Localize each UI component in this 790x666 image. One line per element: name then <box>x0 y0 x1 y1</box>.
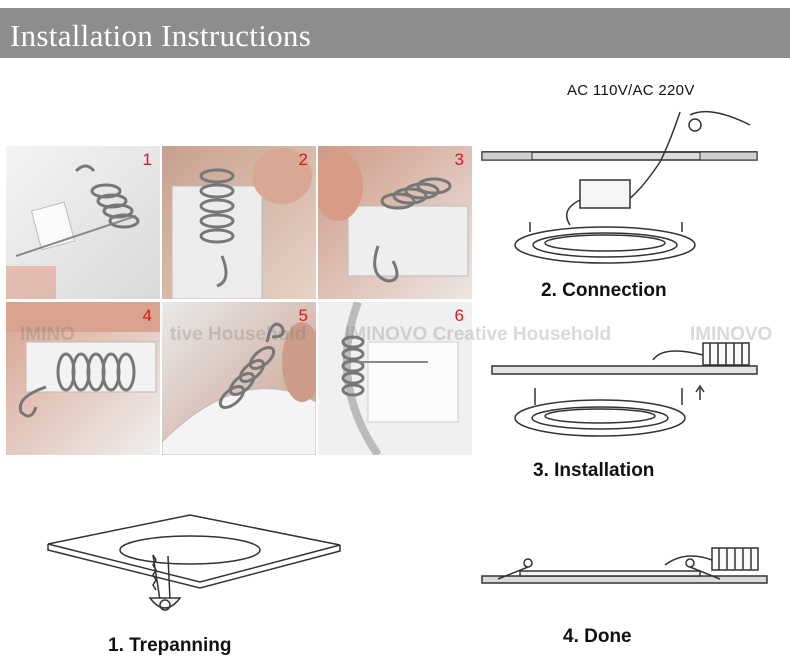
photo-step-1: 1 <box>6 146 160 299</box>
watermark-text: tive Household <box>170 324 307 345</box>
spring-clip-illustration <box>341 302 459 455</box>
photo-step-number: 5 <box>298 306 308 325</box>
step-label-installation: 3. Installation <box>533 460 655 481</box>
photo-step-number: 6 <box>454 306 464 325</box>
photo-step-number: 1 <box>142 150 152 169</box>
step-label-connection: 2. Connection <box>541 280 667 301</box>
spring-clip-illustration <box>6 302 160 418</box>
photo-step-5: 5 <box>162 302 316 455</box>
watermark: IMINO tive Household IMINOVO Creative Ho… <box>0 318 790 352</box>
spring-clip-illustration <box>6 164 140 299</box>
watermark-text: IMINOVO Creative Household <box>345 324 612 345</box>
photo-step-2: 2 <box>162 146 316 299</box>
power-label: AC 110V/AC 220V <box>567 82 695 99</box>
photo-step-number: 3 <box>454 150 464 169</box>
step-label-trepanning: 1. Trepanning <box>108 635 232 656</box>
photo-grid: 1 2 3 <box>6 146 472 456</box>
spring-clip-illustration <box>171 148 312 299</box>
step-label-done: 4. Done <box>563 626 632 647</box>
photo-step-number: 2 <box>298 150 308 169</box>
photo-step-3: 3 <box>318 146 472 299</box>
watermark-text: IMINO <box>20 324 75 345</box>
header-bar: Installation Instructions <box>0 8 790 58</box>
watermark-text: IMINOVO <box>690 324 773 345</box>
page-title: Installation Instructions <box>10 18 312 53</box>
photo-step-6: 6 <box>318 302 472 455</box>
photo-step-number: 4 <box>142 306 152 325</box>
spring-clip-illustration <box>162 322 316 455</box>
spring-clip-illustration <box>318 151 469 283</box>
photo-step-4: 4 <box>6 302 160 455</box>
